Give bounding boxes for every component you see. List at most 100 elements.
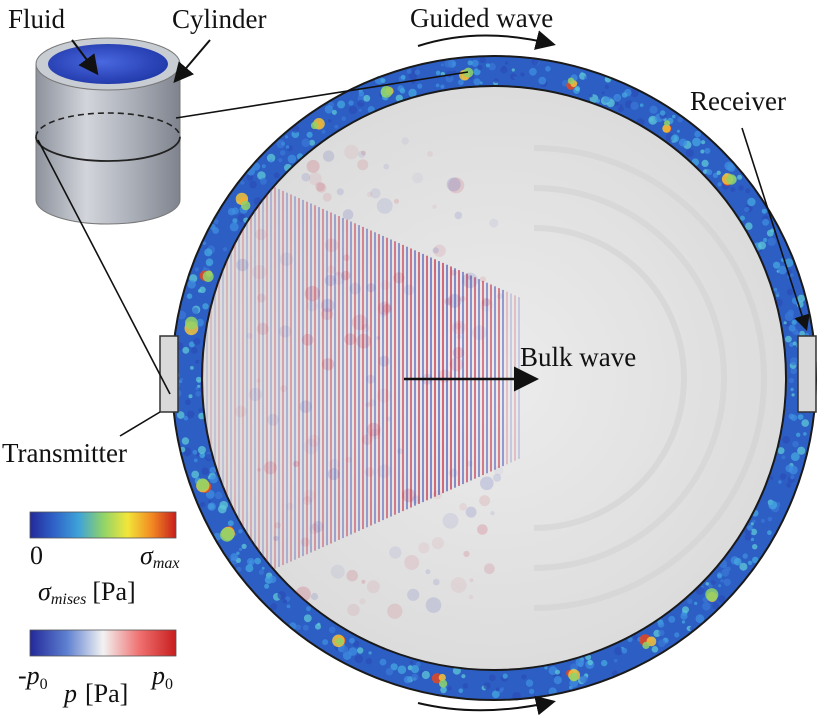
wave-ripple: [490, 511, 495, 516]
cylinder-leader: [173, 39, 211, 84]
fluid-label: Fluid: [8, 4, 66, 34]
wave-ripple: [365, 402, 371, 408]
ring-texture-dot: [747, 197, 756, 207]
wave-ripple: [382, 304, 392, 313]
ring-texture-dot: [414, 69, 421, 76]
ring-texture-dot: [739, 562, 748, 571]
ring-texture-dot: [782, 436, 790, 444]
ring-texture-dot: [207, 502, 216, 511]
ring-hotspot: [196, 478, 209, 491]
ring-texture-dot: [236, 551, 240, 555]
ring-texture-dot: [604, 84, 610, 90]
wave-ripple: [469, 578, 474, 583]
ring-hotspot: [662, 124, 671, 133]
ring-texture-dot: [737, 174, 743, 180]
wave-ripple: [368, 399, 376, 407]
ring-texture-dot: [621, 92, 628, 98]
ring-texture-dot: [730, 186, 736, 192]
ring-texture-dot: [440, 63, 445, 67]
ring-texture-dot: [799, 330, 805, 337]
ring-texture-dot: [694, 130, 701, 138]
wave-ripple: [432, 204, 437, 209]
wave-ripple: [366, 374, 376, 384]
wave-ripple: [376, 198, 393, 214]
wave-stripe: [342, 217, 344, 539]
wave-arc: [533, 185, 727, 571]
ring-texture-dot: [787, 309, 794, 316]
ring-texture-dot: [701, 140, 706, 145]
wave-ripple: [448, 177, 465, 194]
ring-texture-dot: [495, 687, 500, 692]
wave-ripple: [407, 588, 420, 601]
ring-texture-dot: [409, 660, 414, 665]
pressure-axis-label: p[Pa]: [62, 679, 128, 708]
ring-texture-dot: [229, 222, 239, 232]
ring-texture-dot: [717, 182, 722, 187]
wave-ripple: [252, 265, 267, 280]
ring-texture-dot: [286, 604, 291, 609]
wave-ripple: [425, 597, 442, 613]
ring-texture-dot: [613, 101, 619, 107]
ring-texture-dot: [266, 153, 276, 163]
ring-texture-dot: [761, 208, 767, 214]
ring-texture-dot: [203, 266, 207, 270]
ring-texture-dot: [193, 458, 198, 463]
wave-ripple: [359, 598, 366, 605]
ring-texture-dot: [357, 99, 365, 108]
ring-texture-dot: [706, 169, 713, 176]
wave-ripple: [432, 247, 439, 254]
wave-ripple: [273, 535, 279, 542]
ring-texture-dot: [651, 646, 659, 653]
ring-texture-dot: [202, 303, 209, 310]
ring-texture-dot: [781, 455, 786, 460]
wave-ripple: [236, 168, 244, 176]
wave-ripple: [358, 150, 366, 158]
wave-stripe: [322, 208, 324, 548]
ring-texture-dot: [302, 624, 309, 631]
wave-ripple: [454, 322, 462, 330]
ring-texture-dot: [303, 614, 312, 623]
ring-texture-dot: [385, 667, 394, 676]
ring-texture-dot: [197, 289, 202, 293]
wave-ripple: [326, 265, 336, 275]
ring-texture-dot: [348, 100, 354, 106]
ring-texture-dot: [287, 154, 297, 164]
ring-texture-dot: [187, 280, 196, 289]
ring-texture-dot: [538, 76, 547, 85]
receiver-block: [797, 335, 817, 413]
wave-ripple: [389, 546, 402, 559]
wave-ripple: [472, 325, 487, 341]
wave-ripple: [446, 177, 461, 192]
wave-ripple: [279, 325, 292, 338]
ring-texture-dot: [555, 669, 560, 675]
ring-texture-dot: [380, 78, 386, 83]
ring-texture-dot: [720, 579, 724, 583]
ring-texture-dot: [745, 222, 753, 230]
cylinder-section-dashed: [35, 112, 181, 138]
ring-texture-dot: [195, 376, 202, 383]
ring-texture-dot: [458, 79, 464, 86]
ring-texture-dot: [649, 105, 658, 114]
ring-texture-dot: [363, 94, 371, 102]
wave-ripple: [255, 228, 267, 241]
ring-texture-dot: [615, 96, 620, 101]
ring-texture-dot: [390, 663, 398, 671]
wave-ripple: [454, 211, 463, 220]
ring-texture-dot: [278, 158, 283, 163]
ring-texture-dot: [328, 119, 332, 123]
ring-texture-dot: [348, 647, 358, 656]
ring-texture-dot: [795, 331, 800, 336]
ring-texture-dot: [246, 557, 255, 566]
ring-texture-dot: [796, 432, 801, 437]
ring-texture-dot: [778, 265, 787, 275]
ring-texture-dot: [589, 94, 593, 98]
ring-texture-dot: [282, 599, 287, 604]
wave-ripple: [303, 439, 319, 455]
ring-texture-dot: [668, 615, 676, 623]
bulk-wave-label: Bulk wave: [520, 342, 636, 372]
wave-ripple: [480, 298, 493, 312]
ring-texture-dot: [677, 117, 683, 123]
ring-texture-dot: [674, 632, 680, 638]
ring-texture-dot: [704, 147, 711, 154]
ring-texture-dot: [758, 241, 766, 250]
